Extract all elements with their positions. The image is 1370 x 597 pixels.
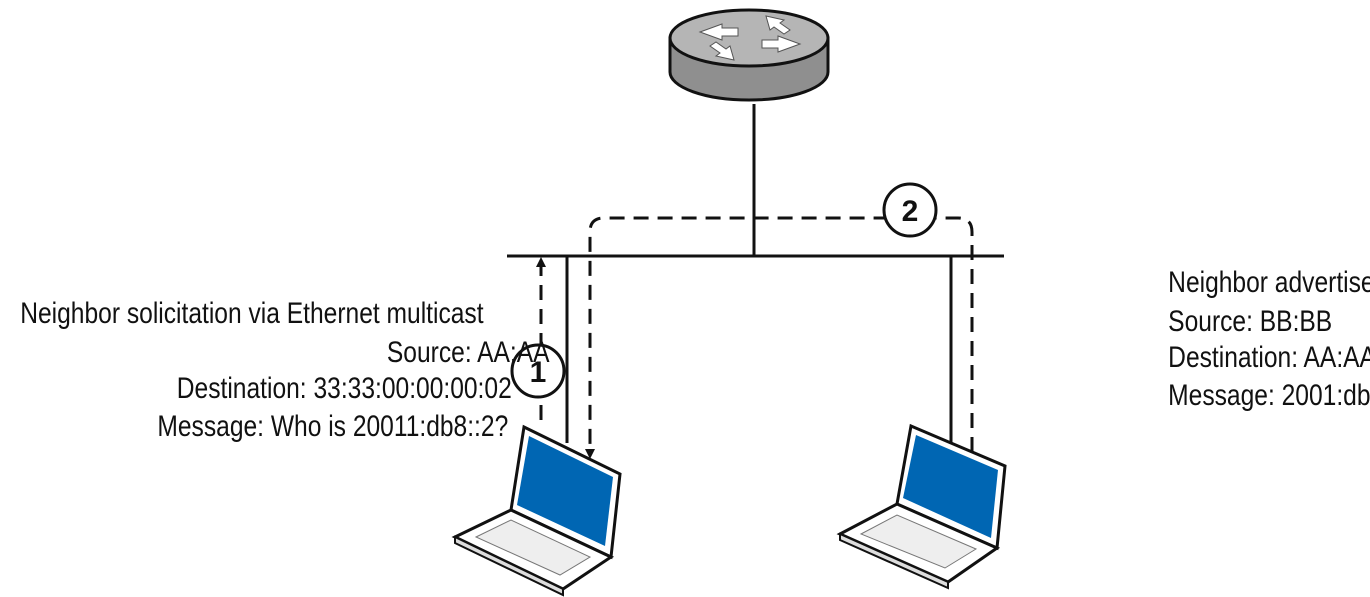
solicitation-label: Neighbor solicitation via Ethernet multi… [20, 296, 550, 443]
advertisement-label: Neighbor advertisement Source: BB:BB Des… [1168, 265, 1370, 412]
advertisement-message: Message: 2001:db8::2 is at BB:BB [1168, 378, 1370, 412]
router-arrows-icon [698, 15, 802, 61]
router-icon [668, 8, 830, 102]
step-1-marker: 1 [510, 343, 566, 399]
solicitation-destination: Destination: 33:33:00:00:00:02 [177, 371, 512, 405]
advertisement-title: Neighbor advertisement [1168, 265, 1370, 299]
laptop-icon [836, 423, 1007, 590]
laptop-icon [451, 424, 622, 597]
advertisement-source: Source: BB:BB [1168, 304, 1332, 338]
step-2-marker: 2 [882, 182, 938, 238]
solicitation-message: Message: Who is 20011:db8::2? [157, 409, 508, 443]
solicitation-title: Neighbor solicitation via Ethernet multi… [20, 296, 484, 330]
solicitation-source: Source: AA:AA [387, 335, 550, 369]
step-2-number: 2 [902, 195, 919, 228]
advertisement-destination: Destination: AA:AA [1168, 340, 1370, 374]
step-1-number: 1 [530, 356, 547, 389]
advertisement-path [585, 216, 974, 459]
